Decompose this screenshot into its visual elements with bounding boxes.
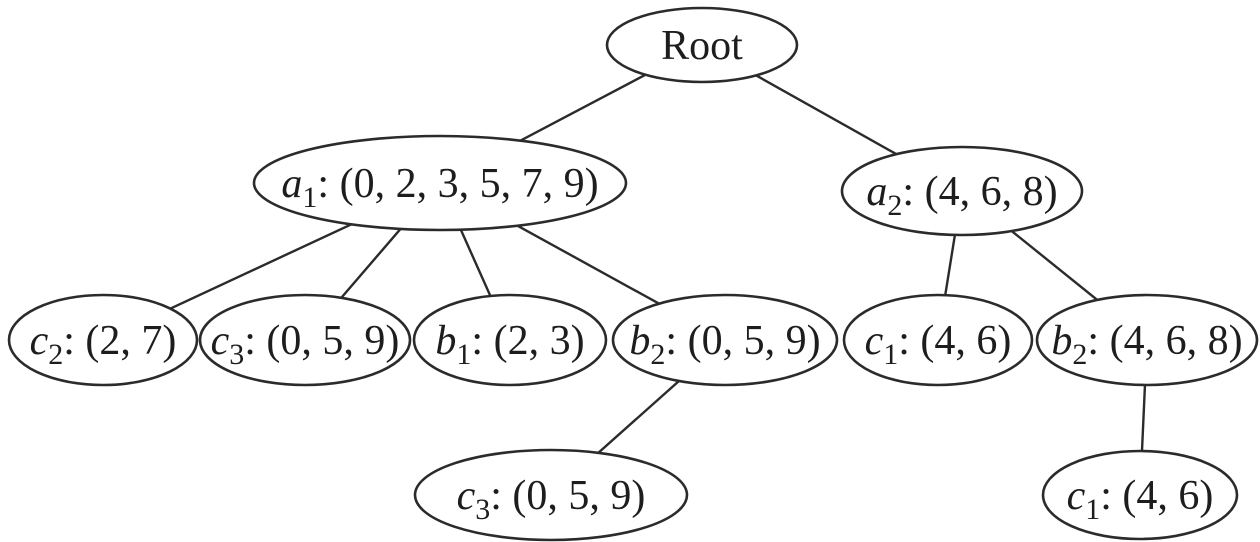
tree-node-c2: c2: (2, 7): [7, 293, 199, 387]
node-subscript: 3: [229, 338, 244, 371]
tree-node-b2l: b2: (0, 5, 9): [611, 293, 839, 387]
node-letter: b: [435, 318, 456, 364]
node-label-c3: c3: (0, 5, 9): [211, 318, 400, 371]
node-values: : (0, 5, 9): [665, 318, 820, 364]
node-ellipse-b2r: [1035, 293, 1259, 387]
node-values: : (4, 6, 8): [902, 169, 1057, 215]
node-label-b2l: b2: (0, 5, 9): [629, 318, 820, 371]
tree-node-c3b: c3: (0, 5, 9): [413, 448, 689, 542]
node-ellipse-a1: [252, 134, 628, 232]
node-letter: c: [457, 473, 476, 519]
node-subscript: 3: [475, 493, 490, 526]
node-letter: Root: [661, 23, 743, 69]
tree-node-c1: c1: (4, 6): [842, 293, 1034, 387]
node-letter: c: [211, 318, 230, 364]
node-letter: c: [30, 318, 49, 364]
node-values: : (0, 2, 3, 5, 7, 9): [317, 161, 598, 207]
node-letter: c: [865, 318, 884, 364]
node-label-c1b: c1: (4, 6): [1067, 473, 1214, 526]
node-subscript: 2: [48, 338, 63, 371]
node-label-b1: b1: (2, 3): [435, 318, 584, 371]
node-letter: a: [866, 169, 887, 215]
node-letter: b: [1051, 318, 1072, 364]
tree-node-b1: b1: (2, 3): [412, 293, 608, 387]
node-values: : (2, 7): [63, 318, 176, 364]
node-values: : (4, 6, 8): [1087, 318, 1242, 364]
node-ellipse-c2: [7, 293, 199, 387]
edges-layer: [102, 43, 1149, 496]
node-label-root: Root: [661, 23, 743, 69]
node-ellipse-a2: [840, 145, 1084, 237]
node-ellipse-c3b: [413, 448, 689, 542]
node-subscript: 1: [1085, 493, 1100, 526]
node-label-c3b: c3: (0, 5, 9): [457, 473, 646, 526]
node-values: : (4, 6): [898, 318, 1011, 364]
node-subscript: 1: [302, 181, 317, 214]
node-letter: c: [1067, 473, 1086, 519]
tree-node-b2r: b2: (4, 6, 8): [1035, 293, 1259, 387]
node-values: : (4, 6): [1100, 473, 1213, 519]
node-values: : (2, 3): [471, 318, 584, 364]
node-letter: b: [629, 318, 650, 364]
node-label-b2r: b2: (4, 6, 8): [1051, 318, 1242, 371]
node-values: : (0, 5, 9): [490, 473, 645, 519]
tree-node-c3: c3: (0, 5, 9): [198, 293, 412, 387]
node-ellipse-b2l: [611, 293, 839, 387]
node-label-c1: c1: (4, 6): [865, 318, 1012, 371]
node-subscript: 1: [456, 338, 471, 371]
tree-node-a1: a1: (0, 2, 3, 5, 7, 9): [252, 134, 628, 232]
node-ellipse-c1: [842, 293, 1034, 387]
node-label-a2: a2: (4, 6, 8): [866, 169, 1057, 222]
node-ellipse-c3: [198, 293, 412, 387]
node-ellipse-b1: [412, 293, 608, 387]
tree-node-root: Root: [605, 6, 799, 84]
tree-node-a2: a2: (4, 6, 8): [840, 145, 1084, 237]
node-letter: a: [281, 161, 302, 207]
node-subscript: 1: [883, 338, 898, 371]
node-subscript: 2: [650, 338, 665, 371]
node-values: : (0, 5, 9): [244, 318, 399, 364]
node-subscript: 2: [1072, 338, 1087, 371]
node-ellipse-root: [605, 6, 799, 84]
node-ellipse-c1b: [1041, 449, 1239, 541]
node-label-c2: c2: (2, 7): [30, 318, 177, 371]
node-label-a1: a1: (0, 2, 3, 5, 7, 9): [281, 161, 598, 214]
node-subscript: 2: [887, 189, 902, 222]
tree-node-c1b: c1: (4, 6): [1041, 449, 1239, 541]
